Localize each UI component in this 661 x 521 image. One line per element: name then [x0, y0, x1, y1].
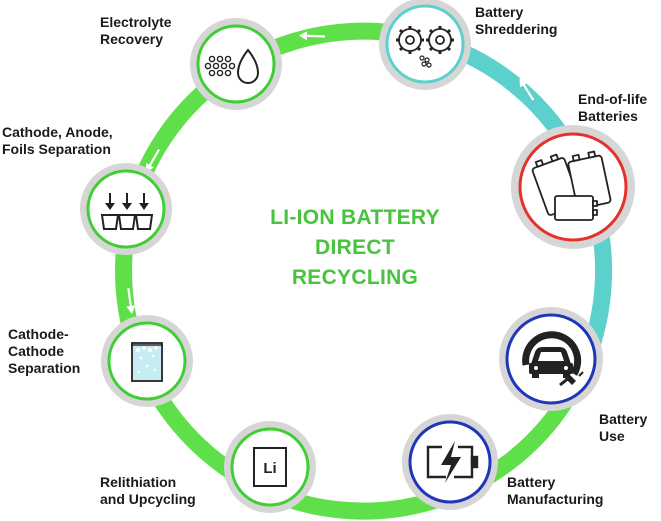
lithium-element-icon: Li: [253, 447, 287, 487]
electric-car-charging-icon: [522, 331, 584, 387]
label-battery-shreddering: Battery Shreddering: [475, 4, 558, 37]
sorting-bins-icon: [100, 193, 154, 230]
node-use: [499, 307, 603, 411]
flow-arrow: [175, 396, 196, 415]
diagram-title: LI-ION BATTERY DIRECT RECYCLING: [240, 203, 470, 293]
title-line-1: LI-ION BATTERY: [270, 206, 440, 229]
label-cathode-cathode-separation: Cathode- Cathode Separation: [8, 326, 81, 376]
flow-arrow: [327, 480, 354, 490]
label-battery-manufacturing: Battery Manufacturing: [507, 474, 604, 507]
node-manufacturing: [402, 414, 498, 510]
label-end-of-life-batteries: End-of-life Batteries: [578, 91, 648, 124]
flow-arrow: [299, 31, 326, 41]
title-line-2: DIRECT: [315, 236, 395, 259]
node-electrolyte: [190, 18, 282, 110]
node-foils-separation: [80, 163, 172, 255]
label-foils-separation: Cathode, Anode, Foils Separation: [2, 124, 113, 157]
node-shredding: [379, 0, 471, 90]
title-line-3: RECYCLING: [291, 266, 419, 289]
label-electrolyte-recovery: Electrolyte Recovery: [100, 14, 172, 47]
flow-arrow: [510, 408, 530, 428]
node-end-of-life: [511, 125, 635, 249]
flow-arrow: [519, 78, 535, 101]
label-battery-use: Battery Use: [599, 411, 648, 444]
battery-charging-icon: [426, 441, 479, 483]
flow-arrow: [580, 269, 590, 296]
droplets-icon: [204, 48, 260, 84]
node-relithiation: Li: [224, 421, 316, 513]
batteries-icon: [531, 150, 612, 221]
svg-text:Li: Li: [263, 460, 276, 477]
gears-icon: [396, 26, 454, 68]
label-relithiation-upcycling: Relithiation and Upcycling: [100, 474, 196, 507]
flow-arrow: [126, 287, 136, 314]
node-cathode-separation: [101, 315, 193, 407]
beaker-icon: [131, 342, 163, 382]
